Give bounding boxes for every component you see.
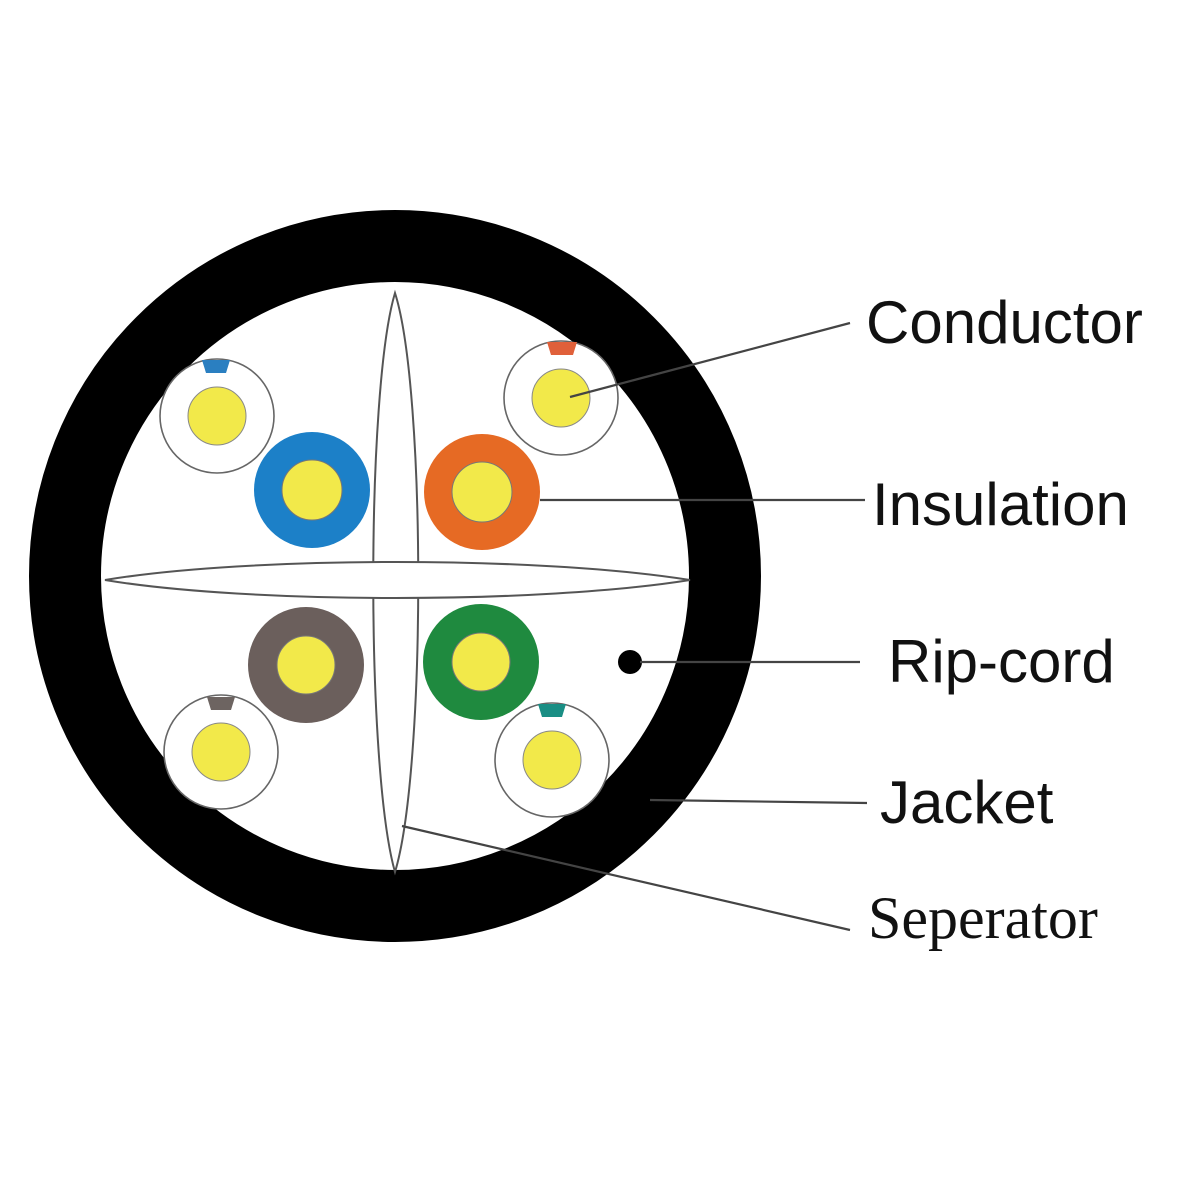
conductor (531, 368, 591, 428)
conductor (522, 730, 582, 790)
stripe-orange (547, 342, 577, 355)
leader-separator (401, 824, 851, 932)
pair-orange (424, 340, 619, 550)
separator-horizontal (104, 561, 691, 599)
label-separator: Seperator (868, 885, 1098, 951)
conductor (281, 459, 343, 521)
label-insulation: Insulation (872, 471, 1129, 538)
pair-brown (163, 607, 364, 810)
pair-blue (159, 358, 370, 548)
conductor (276, 635, 336, 695)
conductor (191, 722, 251, 782)
pair-green (423, 604, 610, 818)
label-ripcord: Rip-cord (888, 628, 1115, 695)
conductor (187, 386, 247, 446)
leader-conductor (569, 321, 851, 399)
stripe-green (538, 704, 566, 717)
conductor (451, 632, 511, 692)
stripe-blue (202, 360, 230, 373)
stripe-brown (207, 697, 235, 710)
conductor (451, 461, 513, 523)
label-conductor: Conductor (866, 289, 1143, 356)
label-jacket: Jacket (880, 769, 1054, 836)
leader-jacket (649, 798, 868, 805)
ripcord-dot (618, 650, 642, 674)
